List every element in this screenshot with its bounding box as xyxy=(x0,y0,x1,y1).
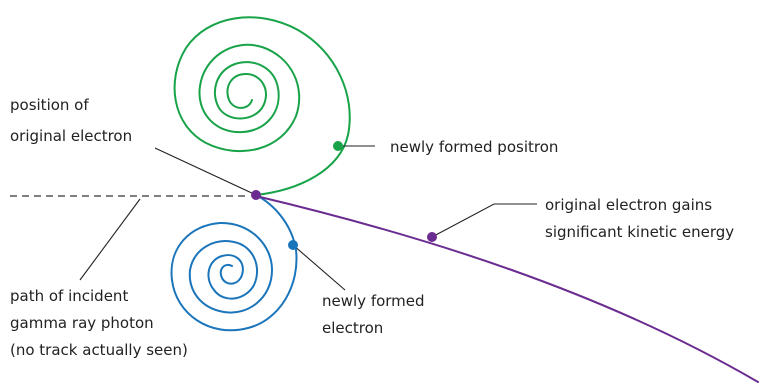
origin-dot xyxy=(251,190,261,200)
label-path-line-2: gamma ray photon xyxy=(10,314,154,332)
label-new-electron-line-2: electron xyxy=(322,319,383,337)
label-position: position of original electron xyxy=(10,96,132,145)
label-path-line-1: path of incident xyxy=(10,287,128,305)
original-gains-dot xyxy=(427,232,437,242)
original-gains-leader xyxy=(431,203,537,238)
label-positron-line: newly formed positron xyxy=(390,138,558,156)
new-electron-dot xyxy=(288,240,298,250)
original-electron-leader xyxy=(154,147,257,196)
positron-track xyxy=(173,16,351,196)
path-leader xyxy=(79,198,141,281)
label-position-line-2: original electron xyxy=(10,127,132,145)
label-new-electron-line-1: newly formed xyxy=(322,292,425,310)
label-original-gains-line-2: significant kinetic energy xyxy=(545,223,734,241)
new-electron-track xyxy=(170,194,298,332)
label-original-gains-line-1: original electron gains xyxy=(545,196,712,214)
label-new-electron: newly formed electron xyxy=(322,292,429,337)
new-electron-leader xyxy=(292,244,346,291)
label-path-line-3: (no track actually seen) xyxy=(10,341,188,359)
label-path: path of incident gamma ray photon (no tr… xyxy=(10,287,188,359)
label-positron: newly formed positron xyxy=(390,138,558,156)
label-original-gains: original electron gains significant kine… xyxy=(545,196,734,241)
original-electron-track xyxy=(255,195,759,383)
positron-dot xyxy=(333,141,343,151)
label-position-line-1: position of xyxy=(10,96,89,114)
